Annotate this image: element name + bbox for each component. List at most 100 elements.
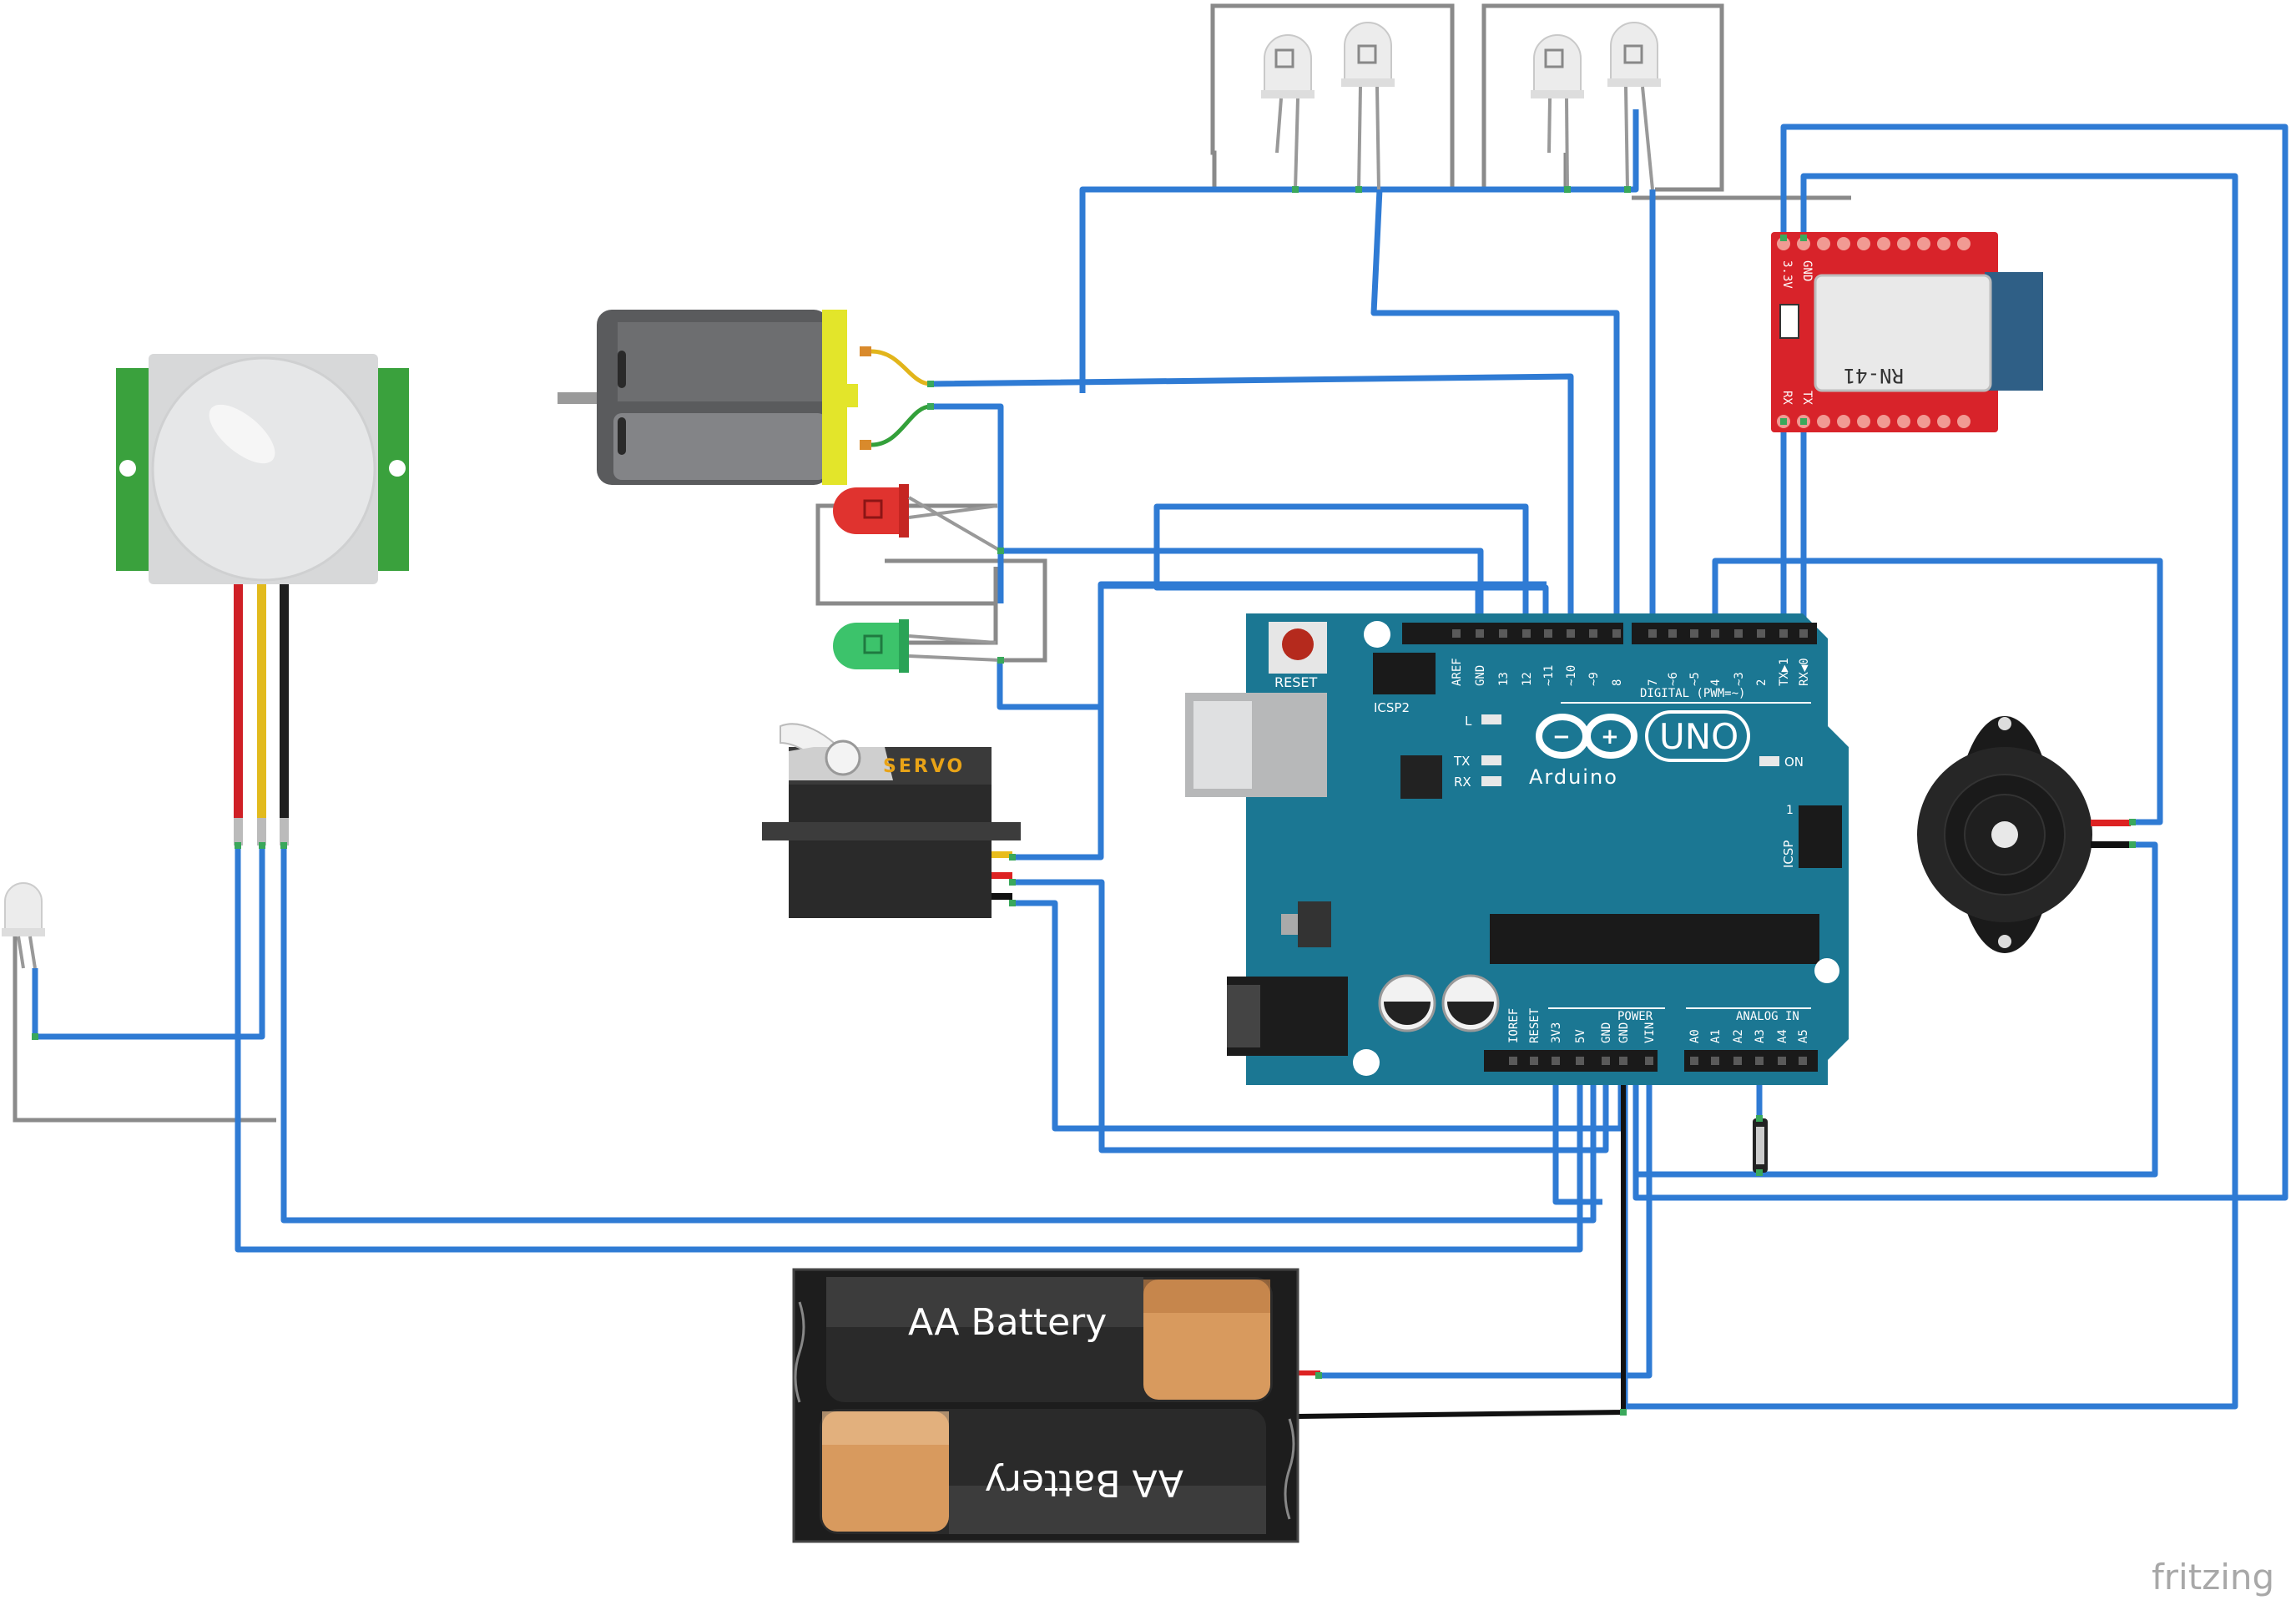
bt-header-pin[interactable]: [1837, 237, 1850, 250]
bt-header-pin[interactable]: [1837, 415, 1850, 428]
bt-header-pin[interactable]: [1857, 415, 1870, 428]
connection-dot: [1009, 879, 1016, 886]
led-white-top-4[interactable]: [1607, 22, 1661, 190]
connection-dot: [1800, 418, 1807, 425]
bt-header-pin[interactable]: [1877, 415, 1890, 428]
bt-header-pin[interactable]: [1897, 237, 1910, 250]
connection-dot: [1292, 186, 1299, 193]
digital-pin-label: TX▶1: [1778, 658, 1791, 686]
bt-header-pin[interactable]: [1857, 237, 1870, 250]
connection-dot: [1009, 900, 1016, 906]
header-pin[interactable]: [1452, 629, 1461, 638]
bt-header-pin[interactable]: [1917, 237, 1930, 250]
led-white-top-1[interactable]: [1261, 34, 1315, 190]
reset-button[interactable]: [1282, 628, 1314, 660]
arduino-logo-text: Arduino: [1529, 765, 1618, 789]
connection-dots: [32, 186, 2136, 1416]
bt-header-pin[interactable]: [1957, 415, 1971, 428]
header-pin[interactable]: [1544, 629, 1552, 638]
bt-pin-3v3: 3.3V: [1780, 260, 1794, 289]
analog-pin-label: A5: [1797, 1029, 1810, 1043]
reset-label: RESET: [1274, 674, 1317, 690]
led-rx: [1481, 776, 1501, 786]
header-pin[interactable]: [1668, 629, 1677, 638]
bt-header-pin[interactable]: [1917, 415, 1930, 428]
led-white-top-3[interactable]: [1531, 34, 1584, 190]
digital-label: DIGITAL (PWM=~): [1640, 687, 1745, 700]
dc-motor[interactable]: [558, 310, 931, 485]
header-pin[interactable]: [1690, 629, 1698, 638]
led-green[interactable]: [833, 619, 1002, 673]
header-pin[interactable]: [1476, 629, 1484, 638]
header-pin[interactable]: [1612, 629, 1621, 638]
header-pin[interactable]: [1509, 1057, 1517, 1065]
bt-header-pin[interactable]: [1877, 237, 1890, 250]
battery-bottom-label: AA Battery: [985, 1461, 1183, 1504]
bluetooth-module[interactable]: RN-41 3.3V GND RX TX: [1771, 232, 2043, 432]
arduino-board: [1246, 613, 1849, 1085]
pir-wire-yellow: [257, 584, 266, 818]
header-pin[interactable]: [1602, 1057, 1610, 1065]
header-pin[interactable]: [1799, 1057, 1807, 1065]
connection-dot: [1780, 235, 1787, 241]
bt-header-pin[interactable]: [1937, 237, 1950, 250]
connection-dot: [1780, 418, 1787, 425]
connection-dot: [1009, 854, 1016, 861]
icsp-label: ICSP: [1781, 840, 1796, 868]
power-pin-label: VIN: [1643, 1022, 1657, 1043]
header-pin[interactable]: [1733, 1057, 1742, 1065]
header-pin[interactable]: [1576, 1057, 1584, 1065]
header-pin[interactable]: [1711, 1057, 1719, 1065]
bt-header-pin[interactable]: [1897, 415, 1910, 428]
led-white[interactable]: [2, 882, 45, 969]
bt-module-shield: [1814, 274, 1992, 392]
led-group-top[interactable]: [1261, 22, 1661, 190]
header-pin[interactable]: [1755, 1057, 1764, 1065]
header-pin[interactable]: [1530, 1057, 1538, 1065]
blue-wires[interactable]: [32, 109, 2288, 1410]
icsp-pin1-label: 1: [1786, 804, 1794, 817]
power-pin-label: 5V: [1574, 1029, 1587, 1043]
header-pin[interactable]: [1690, 1057, 1698, 1065]
digital-pin-label: 7: [1647, 679, 1660, 686]
header-pin[interactable]: [1648, 629, 1657, 638]
analog-label: ANALOG IN: [1736, 1010, 1799, 1023]
header-pin[interactable]: [1499, 629, 1507, 638]
bt-header-pin[interactable]: [1957, 237, 1971, 250]
header-pin[interactable]: [1799, 629, 1808, 638]
led-red[interactable]: [833, 484, 1002, 553]
header-pin[interactable]: [1779, 629, 1788, 638]
analog-pin-label: A2: [1732, 1029, 1745, 1043]
header-pin[interactable]: [1734, 629, 1743, 638]
header-pin[interactable]: [1552, 1057, 1560, 1065]
battery-top-label: AA Battery: [908, 1301, 1107, 1344]
header-pin[interactable]: [1589, 629, 1597, 638]
bt-header-pin[interactable]: [1817, 237, 1830, 250]
digital-pin-label: ~5: [1688, 672, 1702, 686]
led-on: [1759, 756, 1779, 766]
buzzer[interactable]: [1917, 716, 2131, 953]
header-pin[interactable]: [1711, 629, 1719, 638]
header-pin[interactable]: [1619, 1057, 1627, 1065]
connection-dot: [1620, 1409, 1627, 1416]
connection-dot: [235, 842, 241, 849]
header-pin[interactable]: [1645, 1057, 1653, 1065]
led-tx-label: TX: [1453, 754, 1470, 769]
pir-sensor[interactable]: [116, 354, 409, 845]
fritzing-watermark: fritzing: [2152, 1557, 2274, 1597]
battery-pack[interactable]: AA Battery AA Battery: [792, 1268, 1299, 1543]
bt-header-pin[interactable]: [1817, 415, 1830, 428]
led-white-top-2[interactable]: [1341, 22, 1395, 190]
analog-pin-label: A4: [1776, 1029, 1789, 1043]
battery-negative-wire[interactable]: [1298, 1073, 1626, 1419]
header-pin[interactable]: [1522, 629, 1531, 638]
header-pin[interactable]: [1757, 629, 1765, 638]
header-pin[interactable]: [1778, 1057, 1786, 1065]
header-pin[interactable]: [1567, 629, 1575, 638]
servo[interactable]: SERVO: [762, 723, 1021, 918]
bt-header-pin[interactable]: [1937, 415, 1950, 428]
resistor[interactable]: [1753, 1118, 1768, 1173]
